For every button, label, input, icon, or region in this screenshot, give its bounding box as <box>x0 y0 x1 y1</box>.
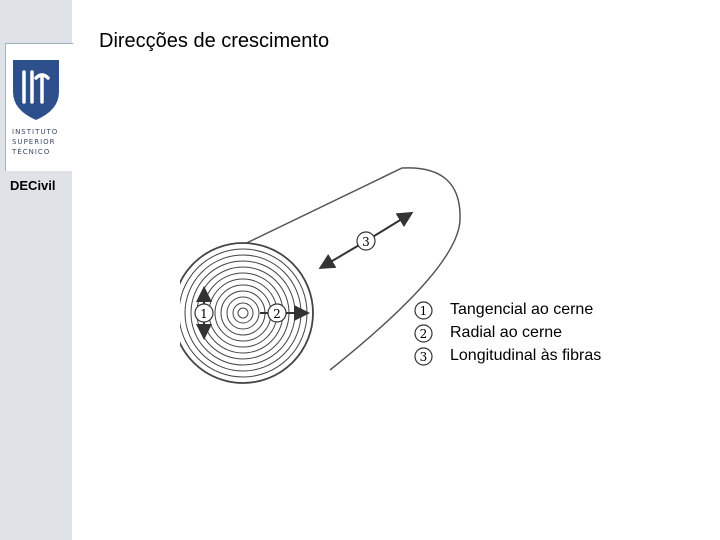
legend-number-3: 3 <box>414 347 433 366</box>
legend-number-2: 2 <box>414 324 433 343</box>
marker-3-label: 3 <box>362 235 370 249</box>
institution-line-1: INSTITUTO <box>12 128 59 136</box>
svg-text:2: 2 <box>420 327 428 341</box>
marker-2: 2 <box>267 303 287 323</box>
ist-logo <box>13 60 59 120</box>
marker-3: 3 <box>356 231 376 251</box>
institution-line-2: SUPERIOR <box>12 138 56 146</box>
svg-text:1: 1 <box>420 304 428 318</box>
log-diagram: 1 2 3 <box>180 167 461 384</box>
department-label: DECivil <box>10 178 56 193</box>
legend-label-radial: Radial ao cerne <box>450 324 563 341</box>
legend-number-1: 1 <box>414 301 433 320</box>
legend-label-tangential: Tangencial ao cerne <box>450 301 594 318</box>
marker-2-label: 2 <box>273 307 281 321</box>
marker-1: 1 <box>194 303 214 323</box>
legend-label-longitudinal: Longitudinal às fibras <box>450 347 602 364</box>
svg-text:3: 3 <box>420 350 428 364</box>
institution-line-3: TÉCNICO <box>12 148 51 156</box>
sidebar: INSTITUTO SUPERIOR TÉCNICO DECivil <box>0 0 73 540</box>
page-title: Direcções de crescimento <box>99 30 330 52</box>
marker-1-label: 1 <box>200 307 208 321</box>
